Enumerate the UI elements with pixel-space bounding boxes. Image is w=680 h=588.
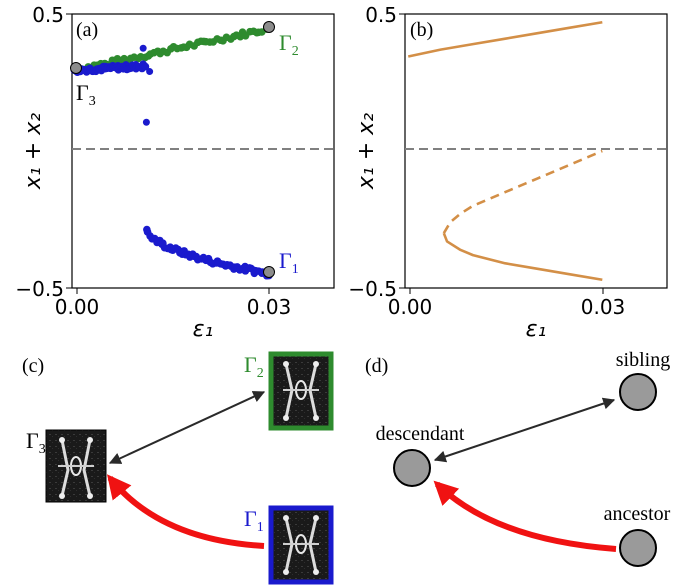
scatter-point-outliers [146,68,154,76]
xtick-label-1: 0.03 [247,295,292,319]
panel-b-frame [404,13,668,289]
gamma1-image [268,505,334,585]
panel-a: (a) Γ2 Γ3 Γ1 0.5 −0.5 0.00 0.03 ε₁ x₁ + … [15,3,335,342]
sibling-arrow-d [433,397,616,463]
gamma1-label: Γ1 [244,506,264,535]
scatter-point-outliers [142,118,150,126]
panel-c-label: (c) [22,355,44,377]
endpoint-gamma3 [70,62,82,74]
descendant-label: descendant [376,423,465,445]
panel-d-label: (d) [365,355,388,377]
xtick-label-0: 0.00 [55,295,100,319]
label-gamma3: Γ3 [76,80,96,109]
scatter-point-Γ3 [141,62,150,71]
curve-upper [407,20,603,58]
ytick-label-top: 0.5 [32,3,64,27]
sibling-node [619,373,657,411]
label-gamma1: Γ1 [279,248,299,277]
gamma3-label: Γ3 [26,428,46,457]
x-axis-label: ε₁ [193,317,214,342]
ancestor-arrow-d [433,480,617,552]
panel-b-curves [407,20,603,282]
y-axis-label: x₁ + x₂ [354,113,379,190]
panel-a-scatter [70,23,273,280]
sibling-arrow-c [108,391,266,464]
ancestor-node [619,529,657,567]
curve-lower [442,232,603,282]
ancestor-arrow-c [106,474,265,549]
gamma2-image [268,351,334,431]
panel-c: (c) Γ3 Γ2 Γ1 [22,351,334,585]
panel-a-label: (a) [76,19,98,41]
y-axis-label: x₁ + x₂ [21,113,46,190]
endpoint-gamma2 [263,21,275,33]
scatter-point-outliers [139,44,147,52]
descendant-node [393,449,431,487]
panel-b: (b) 0.5 −0.5 0.00 0.03 ε₁ x₁ + x₂ [348,3,668,342]
panel-a-frame [71,13,335,289]
endpoint-gamma1 [263,266,275,278]
curve-middle [442,149,603,234]
ancestor-label: ancestor [604,503,671,525]
xtick-label-0: 0.00 [388,295,433,319]
x-axis-label: ε₁ [526,317,547,342]
gamma2-label: Γ2 [244,352,264,381]
panel-d: (d) sibling descendant ancestor [365,349,671,567]
label-gamma2: Γ2 [279,30,299,59]
ytick-label-top: 0.5 [365,3,397,27]
sibling-label: sibling [616,349,670,371]
panel-b-label: (b) [410,19,433,41]
ytick-label-bottom: −0.5 [15,277,64,301]
gamma3-image [45,429,107,503]
ytick-label-bottom: −0.5 [348,277,397,301]
xtick-label-1: 0.03 [581,295,626,319]
